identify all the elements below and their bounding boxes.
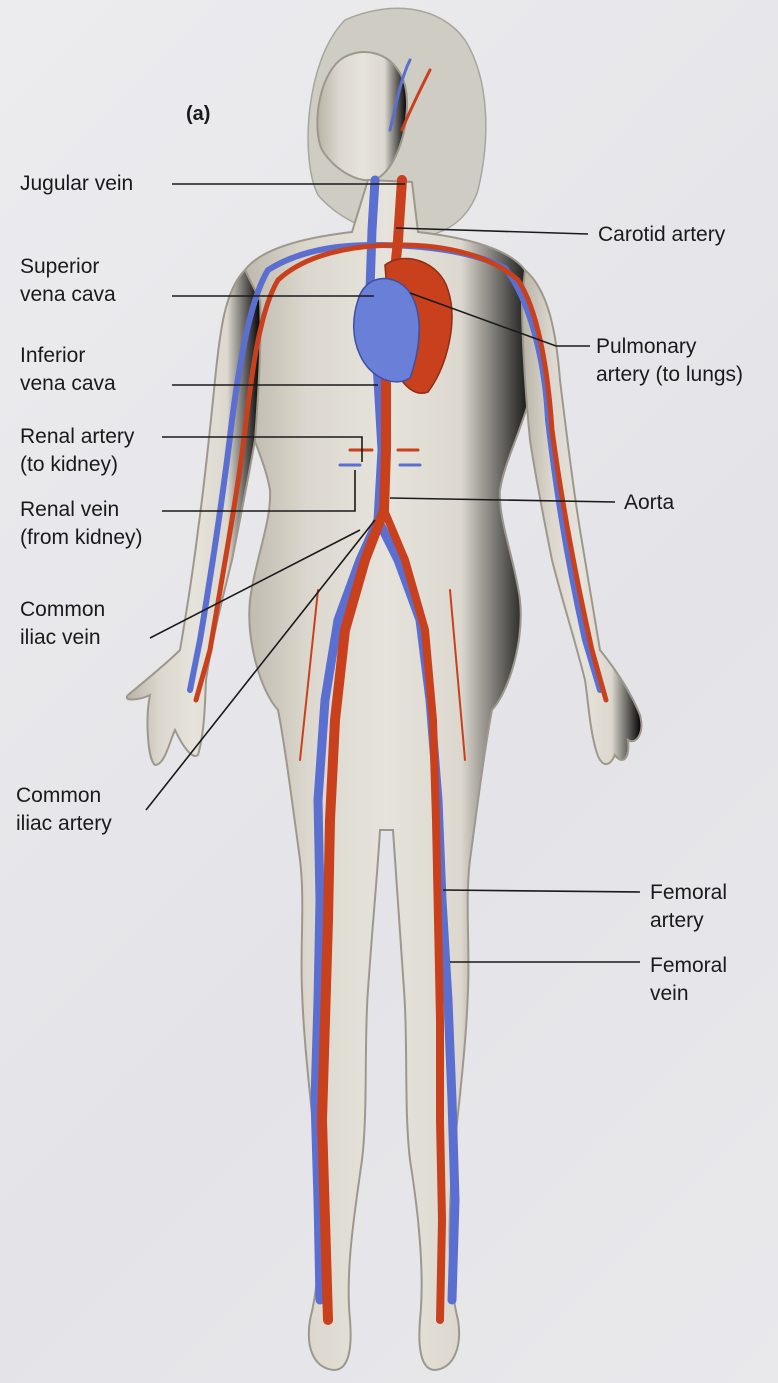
label-jugular-vein: Jugular vein (20, 170, 133, 198)
label-common-iliac-artery: Common iliac artery (16, 782, 112, 838)
label-inferior-vena-cava: Inferior vena cava (20, 342, 116, 398)
body-outline (127, 52, 642, 1370)
label-carotid-artery: Carotid artery (598, 221, 725, 249)
label-aorta: Aorta (624, 489, 674, 517)
label-renal-artery: Renal artery (to kidney) (20, 423, 134, 479)
label-femoral-artery: Femoral artery (650, 879, 727, 935)
label-superior-vena-cava: Superior vena cava (20, 253, 116, 309)
label-femoral-vein: Femoral vein (650, 952, 727, 1008)
label-renal-vein: Renal vein (from kidney) (20, 496, 143, 552)
label-pulmonary-artery: Pulmonary artery (to lungs) (596, 333, 743, 389)
panel-label: (a) (186, 100, 210, 128)
leader-femoral-artery (443, 890, 640, 892)
label-common-iliac-vein: Common iliac vein (20, 596, 105, 652)
